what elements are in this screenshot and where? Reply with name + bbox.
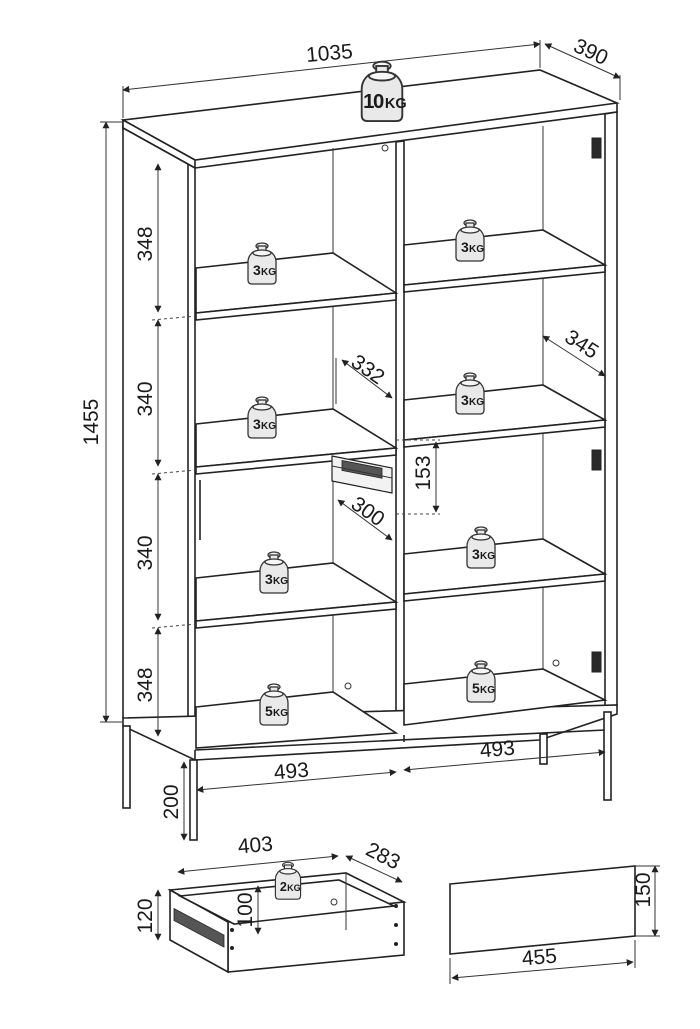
left-shelves (195, 252, 399, 749)
dim-compartment-width-left: 493 (273, 759, 310, 785)
weight-unit: KG (261, 267, 276, 278)
dim-overall-height: 1455 (80, 399, 103, 446)
dim-left-height-4: 348 (134, 667, 157, 702)
dim-drawer-outer-height: 120 (134, 898, 157, 933)
dim-drawer-width: 403 (237, 833, 274, 859)
weight-value: 3 (253, 262, 261, 278)
drawer-front-panel (449, 865, 660, 984)
weight-value: 3 (461, 239, 469, 255)
weight-unit: KG (273, 708, 288, 719)
weight-value: 5 (265, 703, 273, 719)
weight-unit: KG (273, 576, 288, 587)
cabinet (120, 69, 620, 841)
hinges (591, 137, 602, 673)
weight-value: 3 (461, 392, 469, 408)
dim-drawer-opening-height: 153 (412, 455, 435, 490)
dim-inner-depth-right: 345 (561, 325, 603, 363)
weight-unit: KG (261, 421, 276, 432)
dim-drawer-opening-depth: 300 (347, 492, 389, 531)
weight-value: 2 (280, 880, 287, 894)
drawer-slide (331, 455, 393, 494)
weight-unit: KG (469, 244, 484, 255)
weight-value: 3 (265, 571, 273, 587)
dim-left-height-3: 340 (134, 535, 157, 570)
dim-drawer-depth: 283 (362, 838, 404, 874)
right-shelves (403, 229, 608, 726)
cabinet-left-side (122, 126, 196, 752)
dim-drawer-inner-height: 100 (234, 892, 257, 927)
dimension-lines (100, 40, 621, 841)
dim-overall-depth: 390 (570, 34, 611, 70)
weight-unit: KG (469, 397, 484, 408)
weight-unit: KG (480, 551, 495, 562)
weight-value: 3 (472, 546, 480, 562)
dim-compartment-width-right: 493 (479, 737, 516, 763)
weight-value: 5 (472, 680, 480, 696)
dim-leg-height: 200 (160, 784, 183, 819)
cabinet-right-side (604, 111, 618, 710)
legs (122, 711, 612, 841)
weight-unit: KG (480, 685, 495, 696)
dim-panel-width: 455 (521, 945, 558, 971)
dim-left-height-1: 348 (134, 226, 157, 261)
dim-inner-depth-left: 332 (347, 350, 389, 389)
weight-value: 10 (363, 91, 384, 113)
center-divider (395, 140, 405, 734)
weight-value: 3 (253, 416, 261, 432)
dim-panel-height: 150 (632, 872, 655, 907)
dim-overall-width: 1035 (305, 40, 354, 67)
weight-unit: KG (287, 883, 301, 893)
weight-unit: KG (385, 96, 407, 112)
dim-left-height-2: 340 (134, 381, 157, 416)
